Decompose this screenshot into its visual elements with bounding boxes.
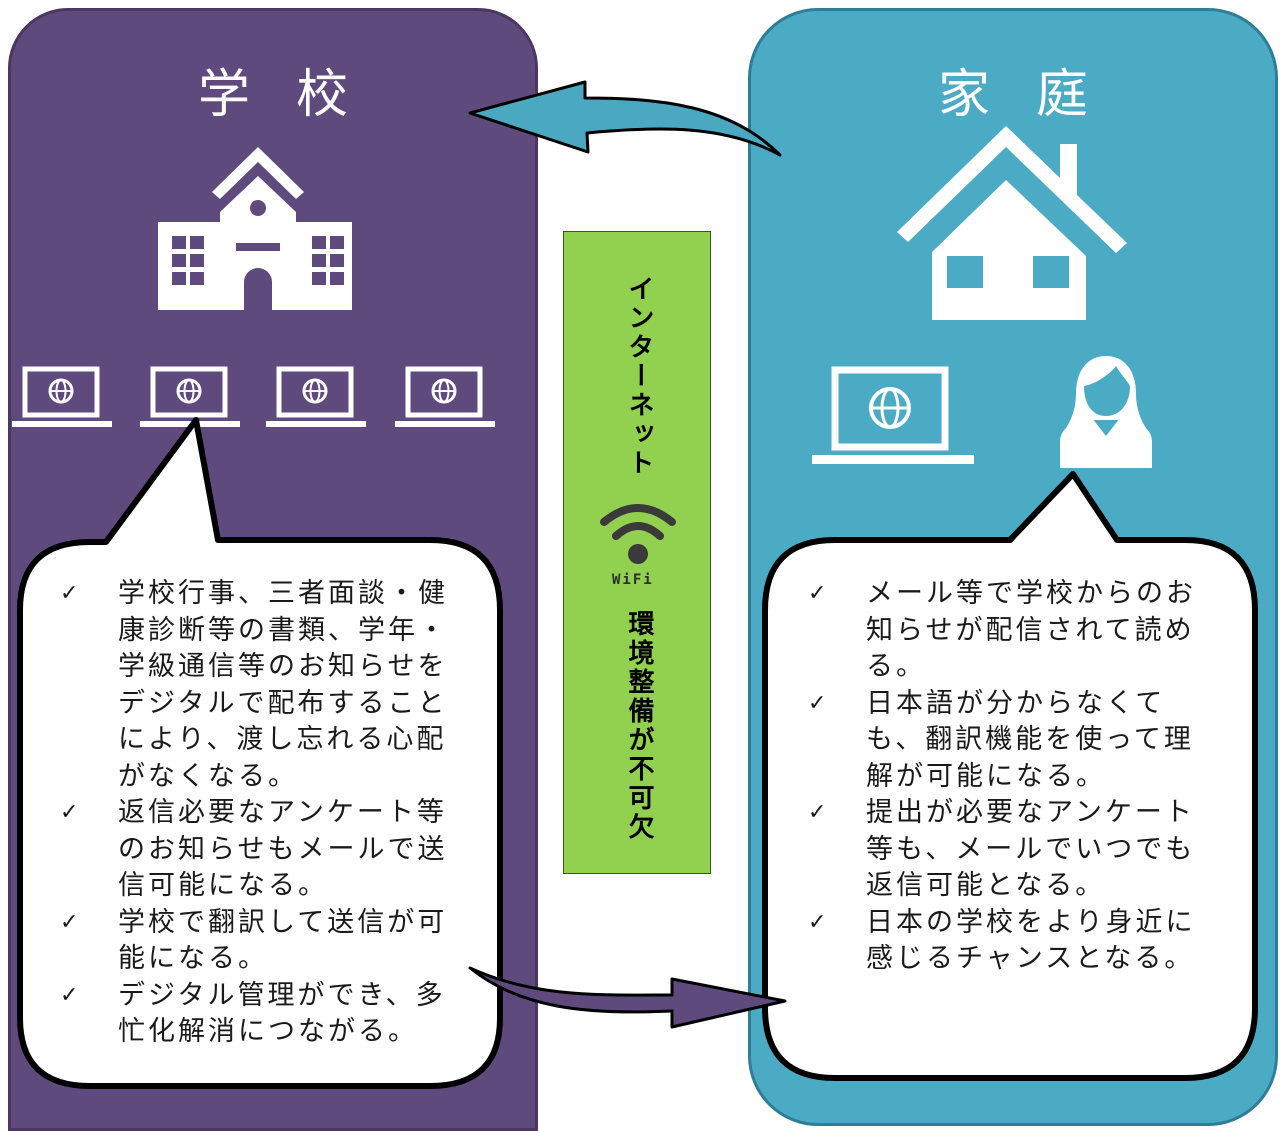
list-item: ✓返信必要なアンケート等のお知らせもメールで送信可能になる。 — [60, 795, 460, 905]
home-title: 家庭 — [937, 65, 1134, 125]
curved-arrow-home-to-school — [468, 80, 782, 157]
check-icon: ✓ — [60, 909, 82, 935]
check-icon: ✓ — [808, 909, 830, 935]
list-item: ✓学校で翻訳して送信が可能になる。 — [60, 905, 460, 978]
wifi-label: WiFi — [612, 572, 654, 588]
list-item: ✓提出が必要なアンケート等も、メールでいつでも返信可能となる。 — [808, 795, 1218, 905]
list-item: ✓日本の学校をより身近に感じるチャンスとなる。 — [808, 905, 1218, 978]
school-speech-bubble — [17, 417, 503, 1089]
check-icon: ✓ — [60, 982, 82, 1008]
home-benefits-list: ✓メール等で学校からのお知らせが配信されて読める。 ✓日本語が分からなくても、翻… — [808, 576, 1218, 978]
laptop-globe-icon — [812, 366, 974, 464]
house-icon — [897, 126, 1127, 320]
laptop-globe-icon — [266, 366, 366, 427]
laptop-globe-icon — [12, 366, 112, 427]
check-icon: ✓ — [808, 690, 830, 716]
check-icon: ✓ — [808, 581, 830, 606]
school-benefits-list: ✓学校行事、三者面談・健康診断等の書類、学年・学級通信等のお知らせをデジタルで配… — [60, 576, 460, 1051]
internet-label: インターネット — [624, 275, 654, 478]
environment-label: 環境整備が不可欠 — [624, 610, 654, 842]
check-icon: ✓ — [60, 581, 82, 606]
laptop-globe-icon — [395, 366, 495, 427]
list-item: ✓学校行事、三者面談・健康診断等の書類、学年・学級通信等のお知らせをデジタルで配… — [60, 576, 460, 795]
list-item: ✓日本語が分からなくても、翻訳機能を使って理解が可能になる。 — [808, 686, 1218, 796]
check-icon: ✓ — [808, 800, 830, 825]
wifi-icon — [600, 504, 676, 564]
school-building-icon — [158, 147, 352, 310]
laptop-globe-icon — [140, 366, 240, 427]
list-item: ✓デジタル管理ができ、多忙化解消につながる。 — [60, 978, 460, 1051]
check-icon: ✓ — [60, 800, 82, 825]
person-icon — [1060, 356, 1152, 468]
home-speech-bubble — [762, 471, 1258, 1081]
school-title: 学校 — [197, 65, 394, 125]
curved-arrow-school-to-home — [468, 966, 787, 1029]
list-item: ✓メール等で学校からのお知らせが配信されて読める。 — [808, 576, 1218, 686]
